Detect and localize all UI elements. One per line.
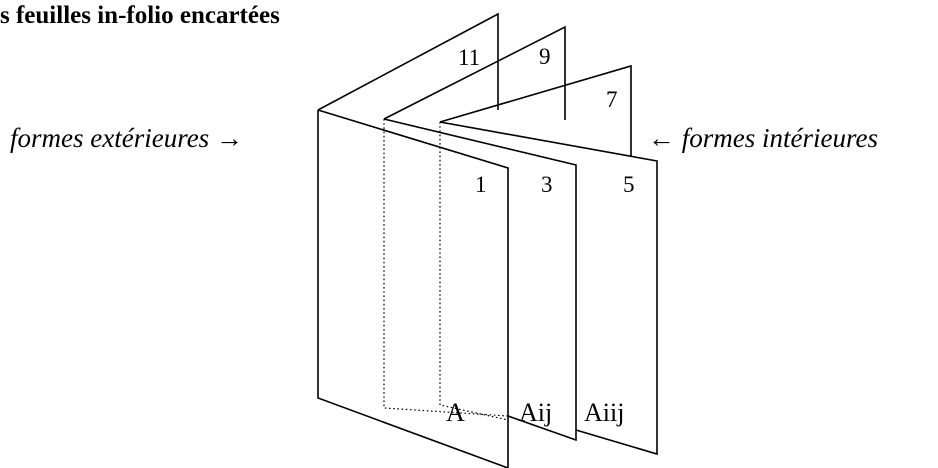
outer-forms-label: formes extérieures → <box>10 123 243 154</box>
inner-forms-label: ← formes intérieures <box>648 123 878 154</box>
outer-sheet-front-leaf <box>317 109 509 468</box>
outer-sheet-back-flap <box>317 12 499 111</box>
outer-forms-arrow: → <box>215 123 243 153</box>
page-number-5: 5 <box>623 172 635 197</box>
signature-mark-aij: Aij <box>519 398 552 427</box>
inner-sheet-hidden-edge <box>439 122 509 421</box>
page-number-9: 9 <box>539 44 551 69</box>
page-number-3: 3 <box>541 172 553 197</box>
middle-sheet-back-flap <box>383 25 566 120</box>
outer-forms-text: formes extérieures <box>10 123 210 153</box>
page-number-11: 11 <box>458 45 480 70</box>
middle-sheet-front-leaf <box>383 118 577 442</box>
inner-forms-arrow: ← <box>648 123 675 153</box>
page-number-1: 1 <box>475 172 487 197</box>
signature-mark-a: A <box>446 398 465 427</box>
inner-forms-text: formes intérieures <box>681 123 878 153</box>
page-number-7: 7 <box>606 87 618 112</box>
diagram-title: s feuilles in-folio encartées <box>0 2 280 29</box>
signature-mark-aiij: Aiij <box>584 398 624 427</box>
inner-sheet-back-flap <box>439 64 632 156</box>
inner-sheet-front-leaf <box>439 121 658 456</box>
middle-sheet-hidden-edge <box>383 119 509 417</box>
